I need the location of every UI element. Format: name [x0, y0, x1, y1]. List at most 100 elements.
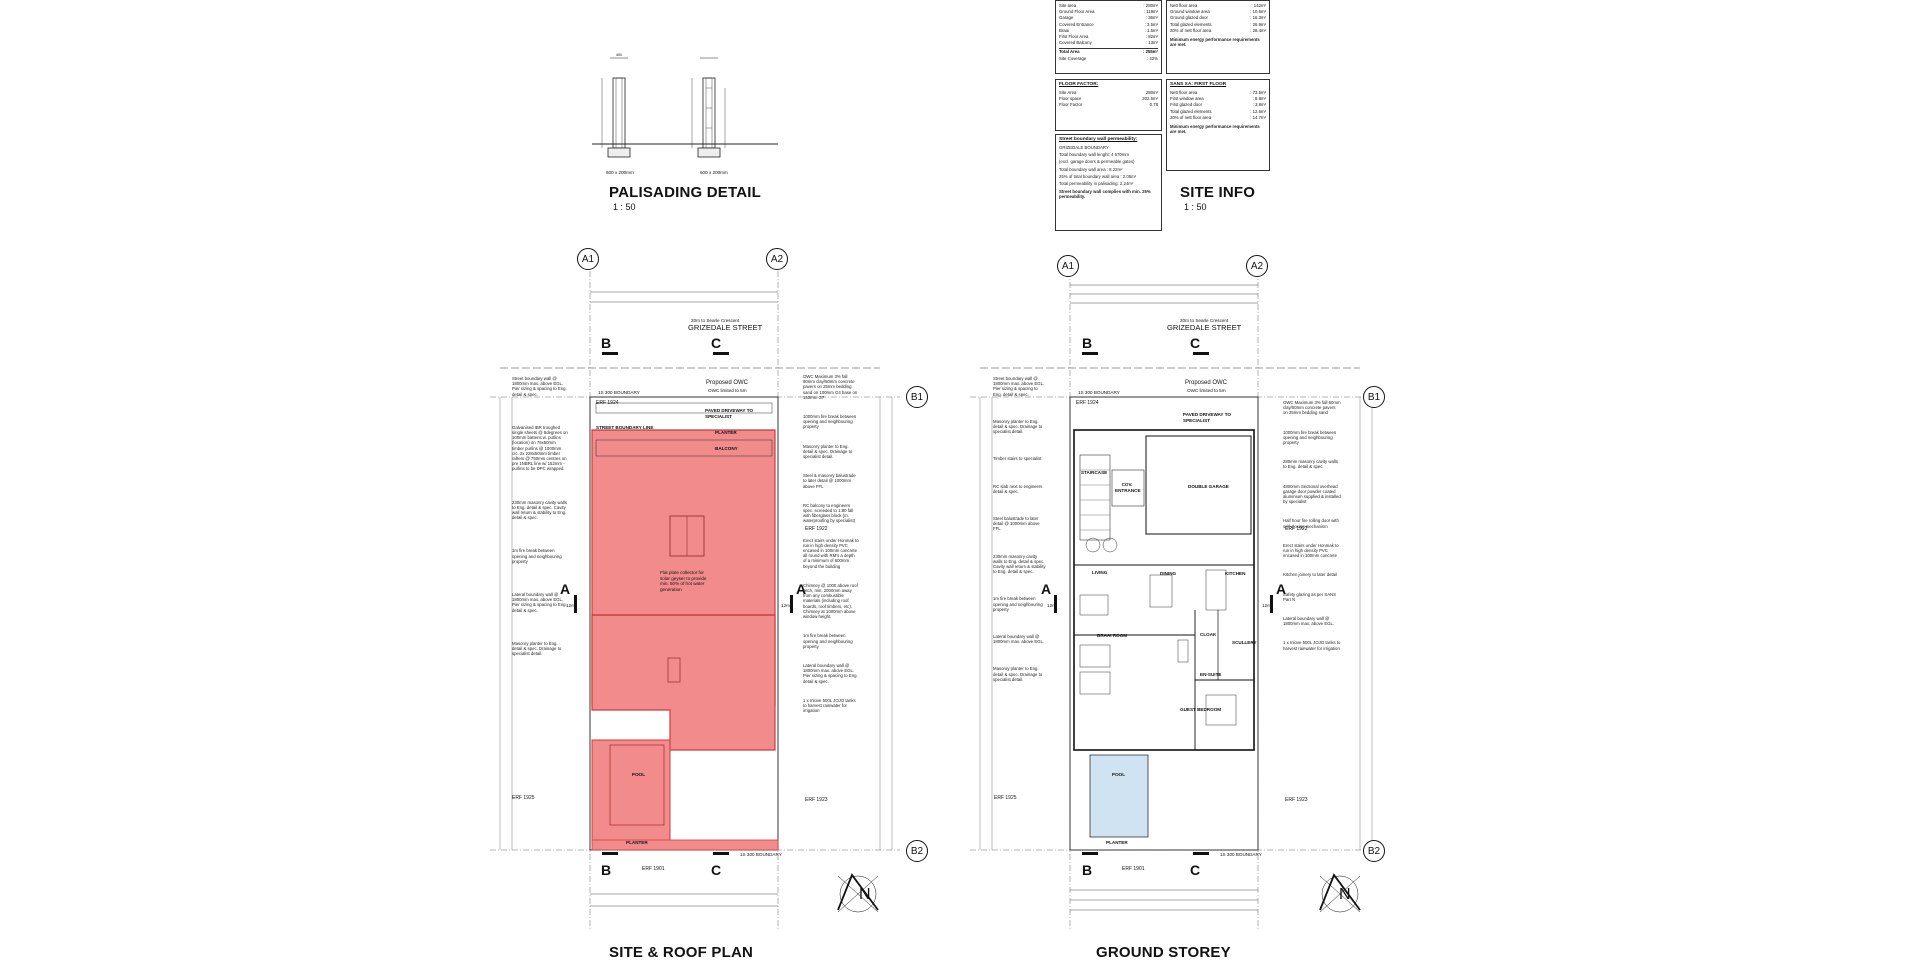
- site-info-scale: 1 : 50: [1184, 202, 1207, 212]
- ground-sans-value: : 10.6m²: [1250, 9, 1266, 15]
- site-area-row: Garage: 36m²: [1059, 15, 1158, 21]
- site-roof-plan-drawing: [490, 260, 900, 930]
- ground-storey-note: Steel balustrade to later detail @ 1000m…: [993, 516, 1040, 532]
- first-sans-row: Nett floor area: 73.5m²: [1170, 90, 1266, 96]
- street-boundary-label: STREET BOUNDARY LINE: [596, 425, 654, 430]
- gs-erf-left-label: ERF 1925: [994, 795, 1017, 801]
- ground-sans-value: : 16.3m²: [1250, 15, 1266, 21]
- first-sans-value: : 14.7m²: [1250, 114, 1266, 120]
- palisading-detail-drawing: 400: [592, 53, 778, 158]
- permeability-box: Street boundary wall permeability: GRIZE…: [1055, 134, 1162, 231]
- site-plan-note: Masonry planter to Eng. detail & spec. D…: [803, 443, 853, 460]
- gs-erf-top-label: ERF 1924: [1076, 400, 1099, 406]
- gs-boundary-label-bottom: 1S 300 BOUNDARY: [1220, 852, 1262, 857]
- floor-factor-value: 0.78: [1149, 102, 1158, 108]
- floor-factor-row: Floor Factor 0.78: [1059, 102, 1158, 108]
- erf-left-label: ERF 1925: [512, 795, 535, 801]
- section-a-right: A: [796, 581, 807, 597]
- floor-factor-row: Site Area 280m²: [1059, 90, 1158, 96]
- footing-left-label: 600 x 200mm: [606, 170, 634, 175]
- room-living: LIVING: [1092, 570, 1108, 575]
- permeability-conclusion: Street boundary wall complies with min. …: [1059, 189, 1151, 200]
- ground-storey-note: OWC Maximum 3% fall 60mm clay/50mm concr…: [1283, 400, 1341, 416]
- gs-planter-bottom-label: PLANTER: [1106, 840, 1128, 845]
- ground-storey-drawing: [970, 260, 1380, 930]
- palisading-scale: 1 : 50: [613, 202, 636, 212]
- site-plan-note: Lateral boundary wall @ 1800mm max. abov…: [803, 662, 858, 684]
- site-plan-note: 1000mm fire break between opening and ne…: [803, 414, 857, 430]
- ground-sans-value: : 142m²: [1251, 3, 1266, 8]
- room-garage: DOUBLE GARAGE: [1188, 484, 1229, 489]
- site-area-row: Covered Balcony: 13m²: [1059, 40, 1158, 46]
- site-area-value: : 119m²: [1143, 9, 1158, 15]
- permeability-line: Total boundary wall area : 8.22m²: [1059, 166, 1123, 172]
- first-sans-value: : 12.6m²: [1250, 108, 1266, 114]
- site-plan-note: 1 x Inlove 500L JOJO tanks to harvest ra…: [803, 697, 856, 714]
- street-name: GRIZEDALE STREET: [688, 323, 763, 332]
- first-sans-value: : 3.8m²: [1252, 102, 1266, 108]
- owc-label: Proposed OWC: [706, 380, 749, 386]
- erf-top-label: ERF 1924: [596, 400, 619, 406]
- ground-storey-note: 1000mm fire break between opening and ne…: [1283, 429, 1337, 446]
- room-staircase: STAIRCASE: [1081, 470, 1108, 475]
- ground-sans-label: 20% of nett floor area: [1170, 27, 1212, 33]
- ground-storey-notes-left: Street boundary wall @ 1800mm max. above…: [993, 376, 1047, 704]
- first-sans-label: Total glazed elements: [1170, 108, 1212, 114]
- site-plan-note: Erect stairs under Honmak to run in high…: [803, 537, 859, 569]
- gs-grid-bubble-b2: B2: [1363, 840, 1385, 862]
- first-sans-label: First window area: [1170, 96, 1204, 102]
- ground-storey-note: Lateral boundary wall @ 1800mm max. abov…: [993, 634, 1045, 645]
- site-area-value: : 280m²: [1143, 3, 1158, 8]
- first-sans-conclusion: Minimum energy performance requirements …: [1170, 124, 1260, 135]
- gs-grid-bubble-b1: B1: [1363, 386, 1385, 408]
- gs-owc-label: Proposed OWC: [1185, 380, 1228, 386]
- ground-storey-note: 1m fire break between opening and neighb…: [993, 596, 1043, 612]
- permeability-line: GRIZEDALE BOUNDARY: [1059, 145, 1109, 150]
- site-plan-note: Lateral boundary wall @ 1800mm max. abov…: [512, 592, 567, 613]
- floor-factor-label: Floor Factor: [1059, 102, 1083, 108]
- ground-sans-conclusion: Minimum energy performance requirements …: [1170, 37, 1260, 48]
- first-sans-heading: SANS XA: FIRST FLOOR: [1170, 82, 1227, 87]
- ground-storey-note: Street boundary wall @ 1800mm max. above…: [993, 376, 1045, 397]
- ground-storey-notes-right: OWC Maximum 3% fall 60mm clay/50mm concr…: [1283, 400, 1341, 665]
- site-area-row: Ground Floor Area : 119m²: [1059, 9, 1158, 15]
- first-sans-row: First glazed door: 3.8m²: [1170, 102, 1266, 108]
- coverage-value: : 42%: [1147, 55, 1158, 61]
- gs-north-label: N: [1339, 886, 1351, 903]
- permeability-line: Total boundary wall lenght: 4 570mm: [1059, 152, 1129, 158]
- floor-factor-label: Floor space: [1059, 96, 1082, 102]
- total-area-label: Total Area: [1059, 49, 1080, 55]
- ground-sans-label: Ground window area: [1170, 9, 1210, 15]
- ground-storey-note: Lateral boundary wall @ 1800mm max. abov…: [1283, 616, 1335, 627]
- gs-width-label-right: 12m: [1262, 603, 1271, 608]
- ground-sans-row: Ground window area : 10.6m²: [1170, 9, 1266, 15]
- site-area-label: Braai: [1059, 27, 1070, 33]
- north-label: N: [859, 886, 871, 903]
- floor-factor-value: 280m²: [1145, 90, 1158, 95]
- ground-storey-note: Half hour fire rolling door with self-cl…: [1283, 518, 1339, 529]
- permeability-line: Total permeability in palisading: 2.24m²: [1059, 181, 1134, 187]
- site-plan-notes-right: OWC Maximum 3% fall 60mm clay/50mm concr…: [803, 374, 859, 727]
- site-area-label: First Floor Area: [1059, 34, 1089, 40]
- site-info-title: SITE INFO: [1180, 184, 1256, 201]
- street-sub-label: 20m to Searle Crescent: [691, 318, 740, 323]
- gs-boundary-label-top: 1S 300 BOUNDARY: [1078, 390, 1120, 395]
- grid-bubble-b2: B2: [906, 840, 928, 862]
- erf-bottom-label: ERF 1901: [642, 866, 665, 872]
- first-sans-label: 20% of nett floor area: [1170, 114, 1212, 120]
- ground-sans-value: : 28.4m²: [1250, 27, 1266, 33]
- site-plan-note: Galvanised IBR troughed single sheets @ …: [512, 424, 568, 472]
- section-a-left: A: [560, 581, 571, 597]
- site-plan-note: 1m fire break between opening and neighb…: [512, 548, 562, 564]
- room-dining: DINING: [1160, 571, 1177, 576]
- first-sans-row: First window area: 8.8m²: [1170, 96, 1266, 102]
- site-area-label: Ground Floor Area: [1059, 9, 1095, 15]
- gs-section-b-top: B: [1082, 335, 1093, 351]
- gs-street-name: GRIZEDALE STREET: [1167, 323, 1242, 332]
- permeability-heading: Street boundary wall permeability:: [1059, 137, 1138, 142]
- floor-factor-label: Site Area: [1059, 90, 1077, 95]
- ground-storey-note: 4800mm Sectional overhead garage door po…: [1283, 483, 1341, 505]
- ground-storey-note: Erect stairs under Honmak to run in high…: [1283, 542, 1339, 559]
- coverage-label: Site Coverage: [1059, 55, 1087, 61]
